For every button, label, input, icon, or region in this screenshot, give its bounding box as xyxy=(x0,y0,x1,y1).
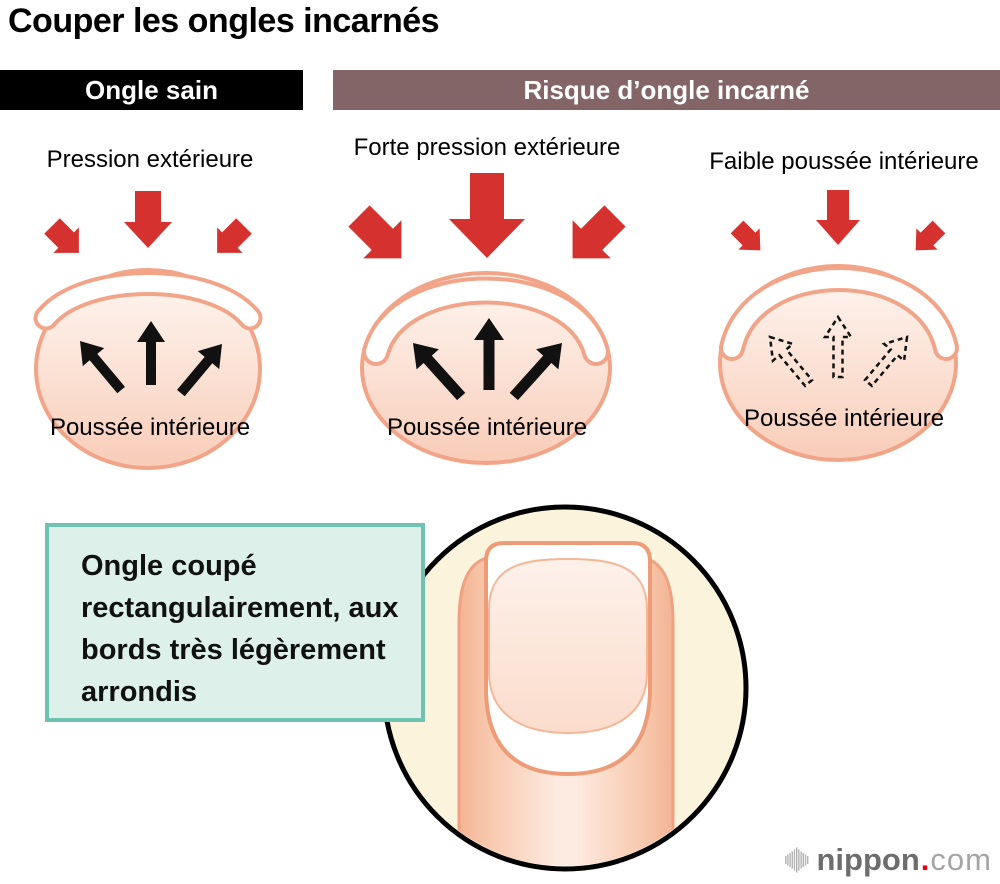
panel-weak-top-label: Faible poussée intérieure xyxy=(709,148,979,175)
panel-strong-bottom-label: Poussée intérieure xyxy=(386,414,588,441)
callout-text: Ongle coupé rectangulairement, aux bords… xyxy=(81,550,399,709)
pressure-arrow-down-icon xyxy=(449,173,525,258)
logo-brand-text: nippon xyxy=(816,842,920,877)
panel-healthy-pressure-arrows xyxy=(44,191,252,253)
header-risk-label: Risque d’ongle incarné xyxy=(523,74,810,105)
soundwave-icon xyxy=(784,847,808,873)
push-arrow-up-icon xyxy=(137,321,165,385)
push-arrow-upleft-icon xyxy=(413,343,466,401)
panel-strong-top-label: Forte pression extérieure xyxy=(353,134,621,161)
pressure-arrow-diagonal-left-icon xyxy=(44,218,79,253)
header-ingrown-risk: Risque d’ongle incarné xyxy=(333,70,1000,110)
pressure-arrow-down-icon xyxy=(124,191,172,248)
pressure-arrow-diagonal-left-icon xyxy=(730,220,761,251)
nail-band-inner xyxy=(37,275,259,327)
logo-tld-text: com xyxy=(930,842,992,877)
pressure-arrow-diagonal-right-icon xyxy=(572,205,626,259)
toe-body xyxy=(718,264,958,462)
logo-dot: . xyxy=(920,842,930,877)
push-arrow-upright-icon xyxy=(509,343,562,401)
page-title: Couper les ongles incarnés xyxy=(8,2,440,40)
panel-healthy-bottom-label: Poussée intérieure xyxy=(49,414,251,441)
panel-strong-pressure-arrows xyxy=(348,173,626,259)
pressure-arrow-diagonal-right-icon xyxy=(217,218,252,253)
toenail-detail-circle xyxy=(381,504,749,872)
push-arrows xyxy=(80,321,222,397)
header-healthy-label: Ongle sain xyxy=(85,74,218,105)
nail-bed xyxy=(488,557,648,735)
toe-cross-section-strong-pressure xyxy=(360,271,612,465)
nippon-logo: nippon.com xyxy=(784,842,993,878)
nail-band-inner xyxy=(366,280,606,362)
weak-push-arrow-upright-icon xyxy=(863,335,909,388)
panel-healthy-top-label: Pression extérieure xyxy=(46,146,254,173)
push-arrow-upleft-icon xyxy=(80,341,125,394)
push-arrow-upright-icon xyxy=(177,344,222,397)
push-arrows xyxy=(413,318,562,401)
toe-cross-section-healthy xyxy=(33,268,263,470)
panel-weak-bottom-label: Poussée intérieure xyxy=(743,405,945,432)
pressure-arrow-diagonal-right-icon xyxy=(915,220,946,251)
toe-cross-section-weak-push xyxy=(718,264,959,462)
nail-band-inner xyxy=(723,270,955,357)
panel-weak-push-arrows xyxy=(730,190,946,251)
header-healthy-nail: Ongle sain xyxy=(0,70,303,110)
weak-push-arrow-up-icon xyxy=(822,314,854,379)
push-arrow-up-icon xyxy=(474,318,504,390)
pressure-arrow-diagonal-left-icon xyxy=(348,205,402,259)
weak-push-arrow-upleft-icon xyxy=(768,335,814,388)
weak-push-arrows xyxy=(768,314,909,388)
callout-box: Ongle coupé rectangulairement, aux bords… xyxy=(45,523,425,722)
pressure-arrow-down-icon xyxy=(816,190,860,245)
